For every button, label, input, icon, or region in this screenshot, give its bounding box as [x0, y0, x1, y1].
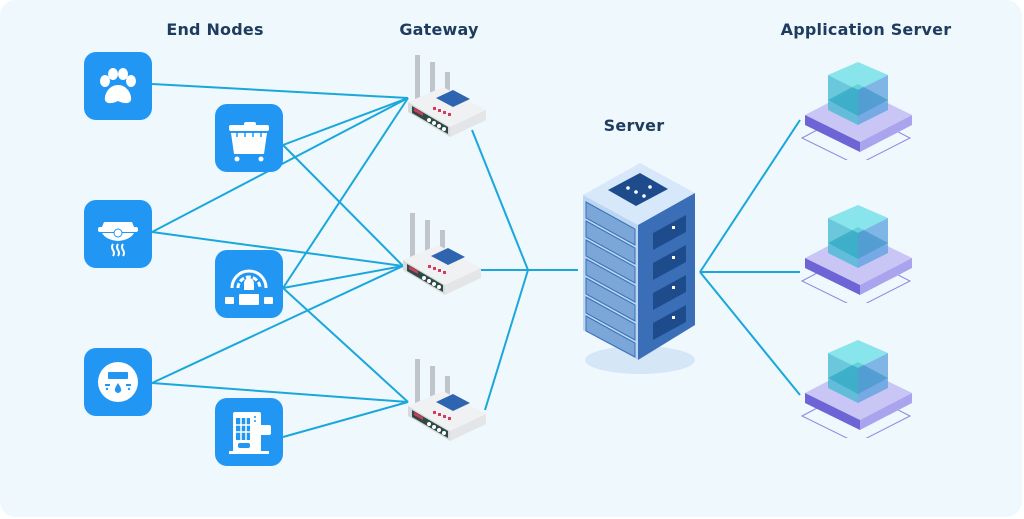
end-node-waste-bin[interactable] [215, 104, 283, 172]
end-node-smoke-detector[interactable] [84, 200, 152, 268]
link-waste-bin-gateway-1 [282, 97, 409, 146]
app-server-2[interactable] [800, 203, 915, 303]
network-server[interactable] [578, 155, 703, 380]
cube-platform-icon [800, 62, 912, 160]
router-icon [408, 359, 486, 441]
router-icon [408, 55, 486, 137]
link-server-app-1 [699, 119, 801, 273]
gateway-1[interactable] [398, 52, 490, 147]
paw-icon [100, 68, 136, 104]
application-server-heading: Application Server [780, 20, 952, 39]
server-heading: Server [603, 116, 665, 135]
link-gateway-1-server [471, 129, 529, 271]
gateway-2[interactable] [393, 210, 485, 305]
link-parking-sensor-gateway-3 [282, 287, 409, 403]
end-node-pet-tracker[interactable] [84, 52, 152, 120]
link-water-meter-gateway-2 [151, 265, 404, 384]
parking-sensor-icon [225, 269, 273, 305]
link-gateway-3-server [484, 269, 529, 411]
end-node-water-meter[interactable] [84, 348, 152, 416]
water-meter-icon [98, 362, 138, 402]
gateway-heading: Gateway [399, 20, 479, 39]
link-vending-machine-gateway-3 [282, 401, 409, 438]
app-server-1[interactable] [800, 60, 915, 160]
link-server-app-3 [699, 271, 801, 396]
vending-machine-icon [229, 412, 271, 454]
link-parking-sensor-gateway-1 [282, 97, 409, 289]
smoke-detector-icon [98, 222, 138, 257]
cube-platform-icon [800, 205, 912, 303]
end-nodes-heading: End Nodes [166, 20, 264, 39]
router-icon [403, 213, 481, 295]
app-server-3[interactable] [800, 338, 915, 438]
cube-platform-icon [800, 340, 912, 438]
gateway-3[interactable] [398, 356, 490, 451]
end-node-parking-sensor[interactable] [215, 250, 283, 318]
link-smoke-detector-gateway-2 [151, 231, 404, 267]
server-rack-icon [583, 163, 695, 374]
dumpster-icon [229, 122, 269, 162]
link-pet-tracker-gateway-1 [151, 83, 409, 99]
link-water-meter-gateway-3 [151, 382, 409, 403]
end-node-vending-machine[interactable] [215, 398, 283, 466]
link-waste-bin-gateway-2 [282, 144, 404, 267]
link-parking-sensor-gateway-2 [282, 265, 404, 289]
